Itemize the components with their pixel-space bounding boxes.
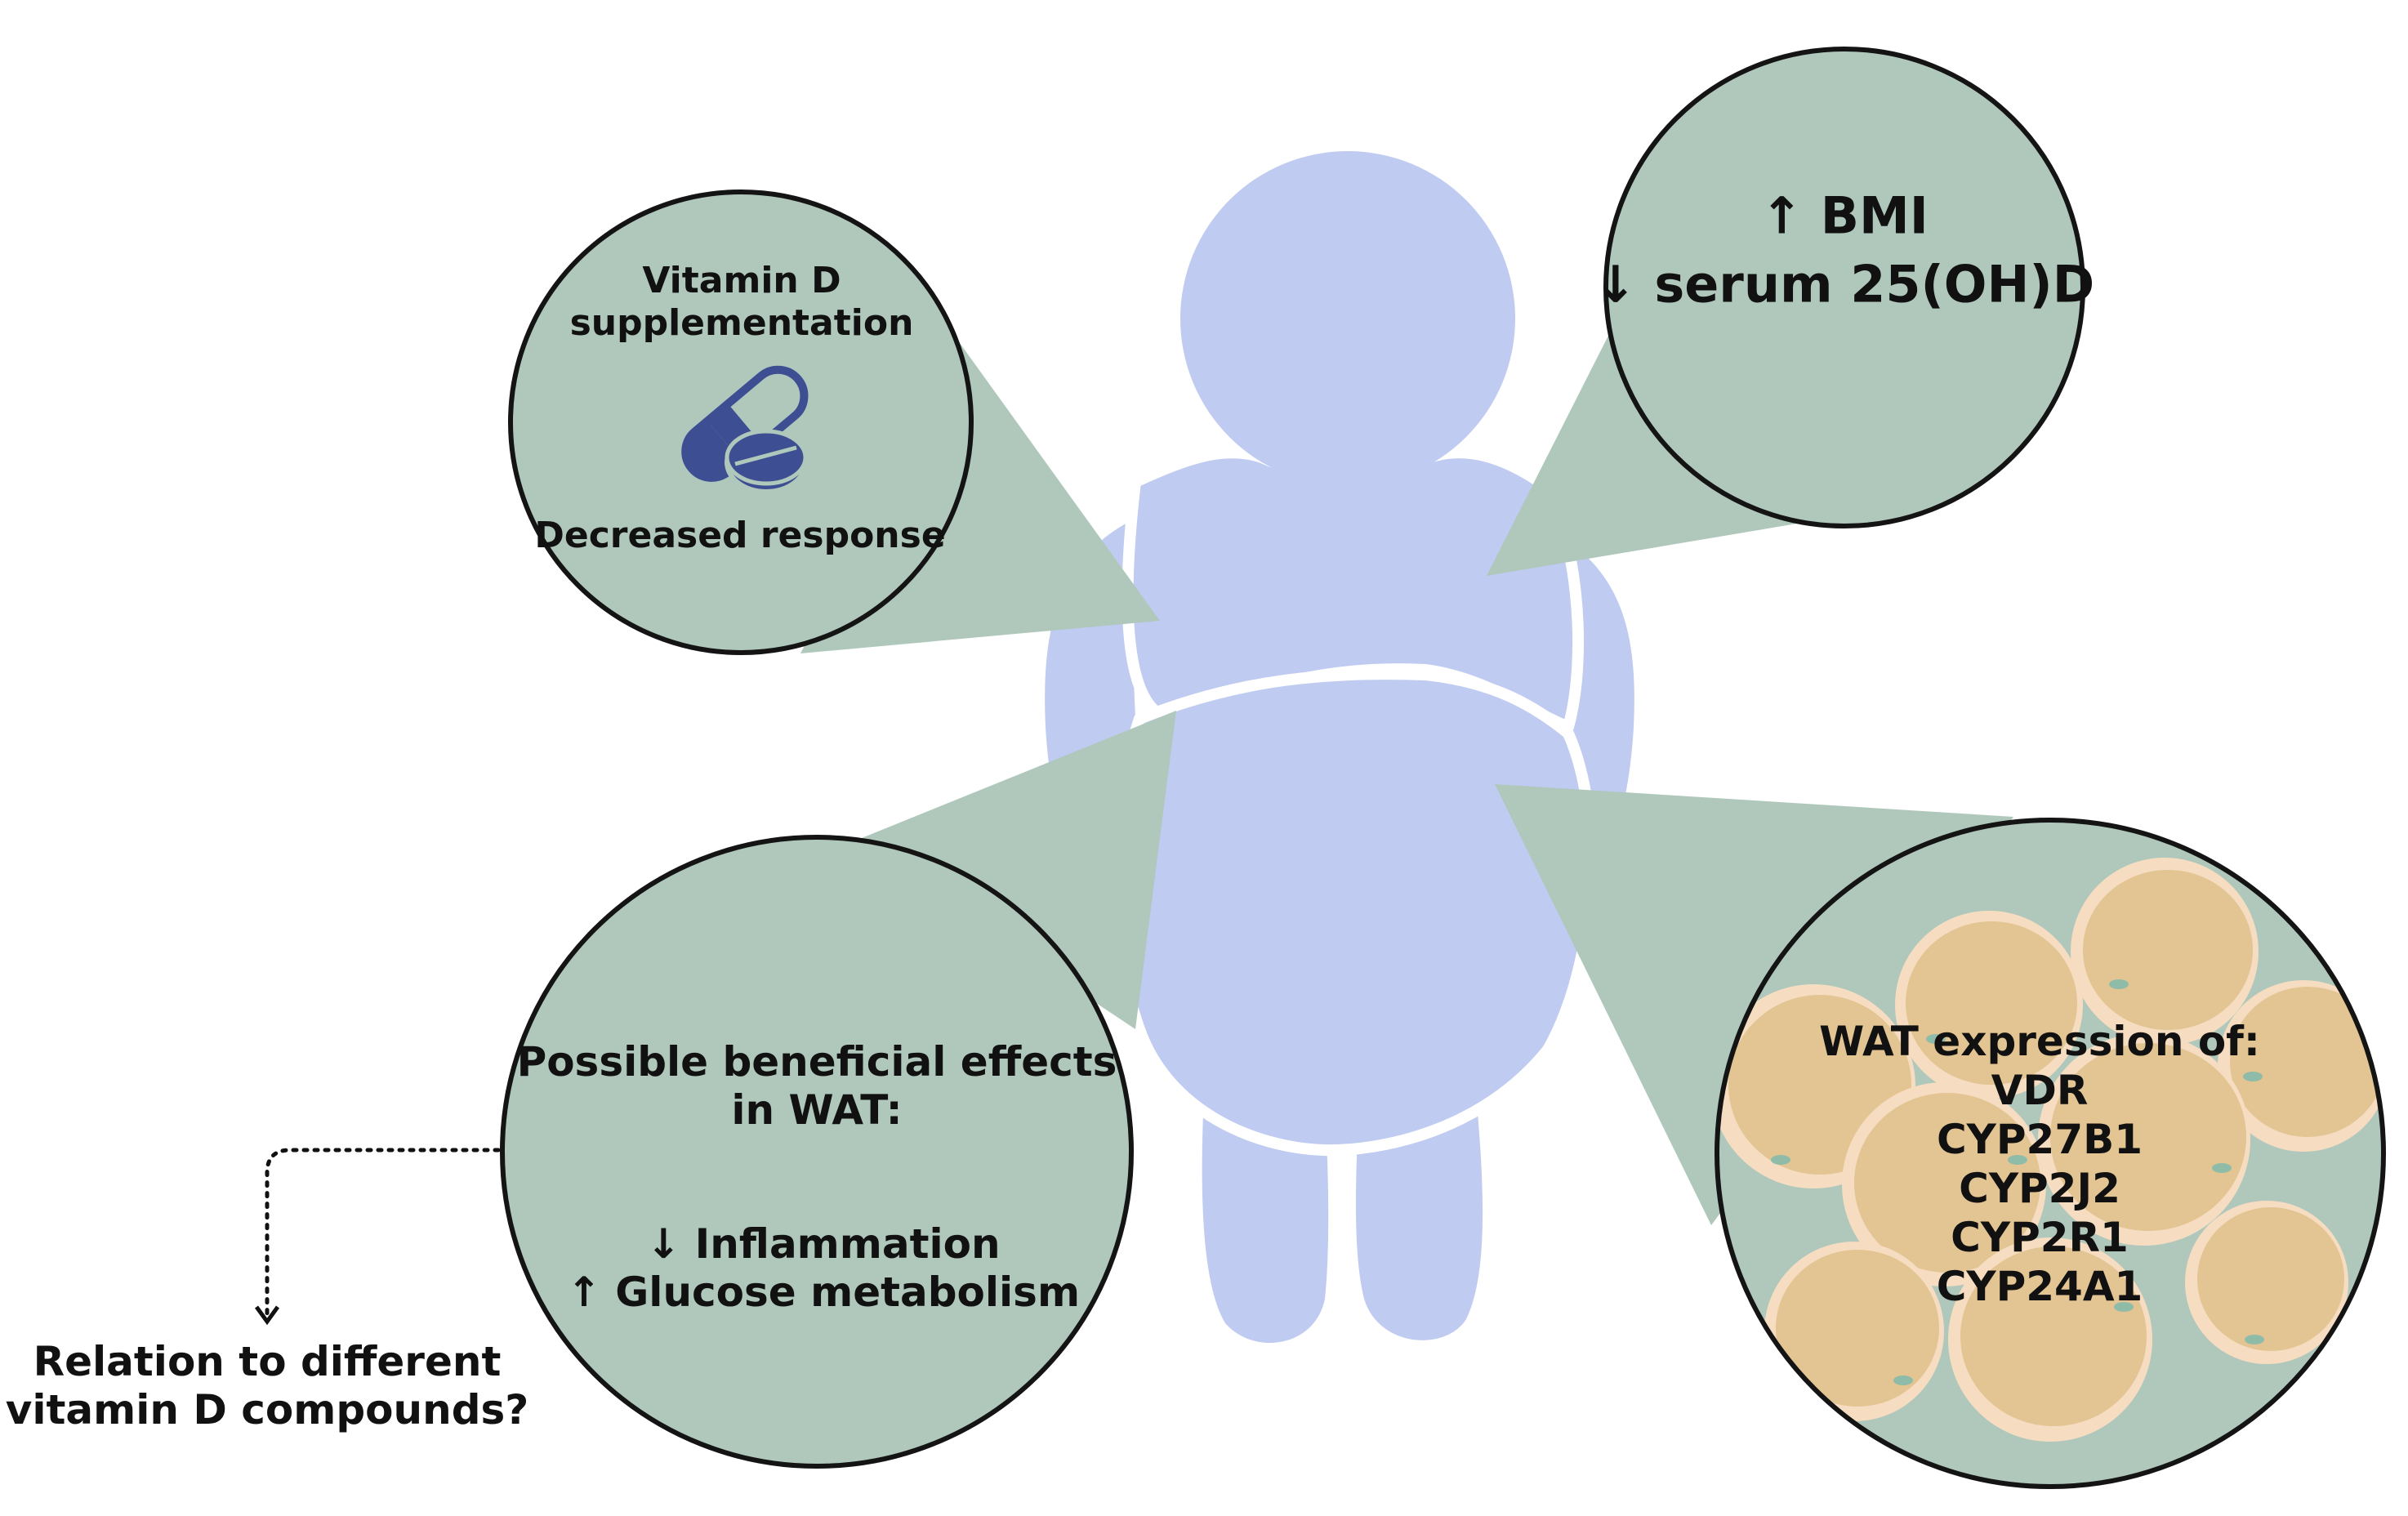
expression-title: WAT expression of:: [1819, 1018, 2260, 1065]
bmi-line: ↑ BMI: [1760, 185, 1929, 246]
expression-list: WAT expression of: VDR CYP27B1 CYP2J2 CY…: [1819, 1017, 2260, 1311]
effects-title-line2: in WAT:: [731, 1086, 903, 1134]
effects-title-line1: Possible beneficial effects: [516, 1038, 1117, 1086]
adipose-bubble: [1715, 818, 2386, 1489]
effects-item-inflammation: ↓ Inflammation: [646, 1220, 1001, 1268]
connector-arrowhead: [254, 1305, 280, 1326]
adipocyte: [2218, 980, 2383, 1152]
question-line2: vitamin D compounds?: [5, 1386, 529, 1434]
adipocyte: [2038, 1033, 2250, 1246]
effects-list: ↓ Inflammation ↑ Glucose metabolism: [567, 1220, 1080, 1317]
serum-text: ↑ BMI ↓ serum 25(OH)D: [1594, 181, 2094, 318]
adipocyte: [1948, 1237, 2152, 1442]
effects-bubble: [500, 835, 1134, 1469]
gene-cyp27b1: CYP27B1: [1936, 1116, 2143, 1163]
supplementation-title-line1: Vitamin D: [642, 260, 841, 302]
question-line1: Relation to different: [33, 1338, 502, 1385]
belly: [1110, 668, 1597, 1157]
head: [1180, 151, 1515, 486]
serum-line: ↓ serum 25(OH)D: [1594, 254, 2095, 314]
pill-capsule-icon: [681, 365, 809, 494]
adipocyte: [2071, 858, 2259, 1046]
effects-item-glucose: ↑ Glucose metabolism: [566, 1269, 1081, 1316]
supplementation-title: Vitamin D supplementation: [570, 260, 914, 345]
supplementation-title-line2: supplementation: [569, 302, 914, 344]
gene-cyp2r1: CYP2R1: [1951, 1214, 2129, 1261]
adipocyte: [2185, 1201, 2348, 1364]
wedge-effects: [854, 711, 1176, 1029]
adipocyte: [1895, 911, 2083, 1099]
serum-bubble: [1603, 47, 2085, 528]
question-text: Relation to different vitamin D compound…: [6, 1338, 529, 1434]
gene-vdr: VDR: [1991, 1067, 2089, 1114]
dotted-connector: [265, 1148, 501, 1316]
effects-title: Possible beneficial effects in WAT:: [517, 1038, 1117, 1135]
person-silhouette: [1045, 151, 1634, 1343]
adipocyte-cluster: [1717, 858, 2383, 1442]
supplementation-response: Decreased response: [534, 515, 946, 557]
gene-cyp24a1: CYP24A1: [1936, 1263, 2143, 1310]
gene-cyp2j2: CYP2J2: [1959, 1165, 2120, 1212]
adipocyte: [1842, 1082, 2046, 1286]
adipocyte: [1764, 1242, 1944, 1421]
